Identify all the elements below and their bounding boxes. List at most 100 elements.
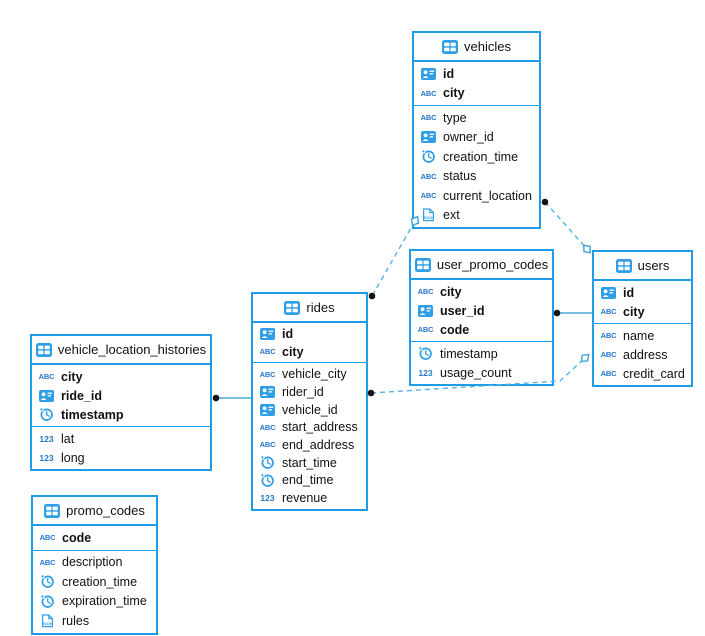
table-icon <box>442 39 459 54</box>
field-label: revenue <box>282 491 328 506</box>
clock-icon <box>40 408 53 421</box>
table-icon-box <box>414 257 431 272</box>
abc-icon: ABC <box>600 307 617 316</box>
field-row-timestamp[interactable]: timestamp <box>411 344 552 363</box>
field-label: start_time <box>282 455 337 470</box>
field-row-user_id[interactable]: user_id <box>411 301 552 320</box>
table-icon <box>414 257 431 272</box>
field-label: address <box>623 347 668 362</box>
relation-dot-endpoint <box>541 198 549 206</box>
field-icon-box: 123 <box>37 453 56 463</box>
field-row-timestamp[interactable]: timestamp <box>32 405 210 424</box>
table-header[interactable]: user_promo_codes <box>411 251 552 280</box>
table-header[interactable]: users <box>594 252 691 281</box>
abc-icon: ABC <box>259 422 276 432</box>
field-row-owner_id[interactable]: owner_id <box>414 128 539 148</box>
field-icon-box <box>419 131 438 144</box>
field-icon-box: ABC <box>37 372 56 381</box>
table-header[interactable]: vehicle_location_histories <box>32 336 210 365</box>
field-icon-box: ABC <box>419 89 438 98</box>
table-header[interactable]: vehicles <box>414 33 539 62</box>
abc-icon: ABC <box>417 287 434 296</box>
abc-icon: ABC <box>39 533 56 543</box>
field-row-type[interactable]: ABC type <box>414 108 539 128</box>
field-row-id[interactable]: id <box>414 64 539 84</box>
field-label: type <box>443 110 467 125</box>
field-row-id[interactable]: id <box>594 283 691 302</box>
table-header[interactable]: rides <box>253 294 366 323</box>
clock-icon <box>261 456 274 470</box>
abc-icon: ABC <box>600 350 617 359</box>
field-label: usage_count <box>440 365 512 380</box>
field-icon-box <box>37 389 56 402</box>
field-row-city[interactable]: ABC city <box>594 302 691 321</box>
abc-icon: ABC <box>259 369 276 379</box>
field-icon-box: ABC <box>38 533 57 542</box>
field-icon-box <box>38 575 57 589</box>
field-label: city <box>623 304 645 319</box>
table-title: promo_codes <box>66 503 145 518</box>
field-icon-box: 123 <box>37 434 56 444</box>
field-row-expiration_time[interactable]: expiration_time <box>33 592 156 612</box>
field-icon-box: ABC <box>258 423 277 432</box>
field-row-start_time[interactable]: start_time <box>253 454 366 472</box>
field-row-rider_id[interactable]: rider_id <box>253 383 366 401</box>
id-badge-icon <box>39 389 54 402</box>
number-icon: 123 <box>39 433 54 444</box>
field-label: id <box>282 326 294 341</box>
field-icon-box <box>258 403 277 416</box>
field-row-end_time[interactable]: end_time <box>253 472 366 490</box>
field-label: id <box>623 285 635 300</box>
field-label: description <box>62 555 123 570</box>
field-icon-box <box>258 456 277 470</box>
field-row-vehicle_id[interactable]: vehicle_id <box>253 401 366 419</box>
id-badge-icon <box>421 131 436 144</box>
field-label: vehicle_id <box>282 402 338 417</box>
field-icon-box: ABC <box>419 113 438 122</box>
field-label: name <box>623 328 655 343</box>
field-row-id[interactable]: id <box>253 325 366 343</box>
field-row-creation_time[interactable]: creation_time <box>33 572 156 592</box>
field-row-city[interactable]: ABC city <box>411 282 552 301</box>
abc-icon: ABC <box>420 191 437 201</box>
field-label: city <box>440 284 462 299</box>
field-icon-box: ABC <box>599 369 618 378</box>
relation-diamond-endpoint <box>582 244 592 254</box>
table-icon-box <box>35 342 52 357</box>
field-row-creation_time[interactable]: creation_time <box>414 147 539 167</box>
field-icon-box <box>38 594 57 608</box>
field-label: id <box>443 66 455 81</box>
field-row-ride_id[interactable]: ride_id <box>32 386 210 405</box>
field-row-address[interactable]: ABC address <box>594 345 691 364</box>
table-header[interactable]: promo_codes <box>33 497 156 526</box>
